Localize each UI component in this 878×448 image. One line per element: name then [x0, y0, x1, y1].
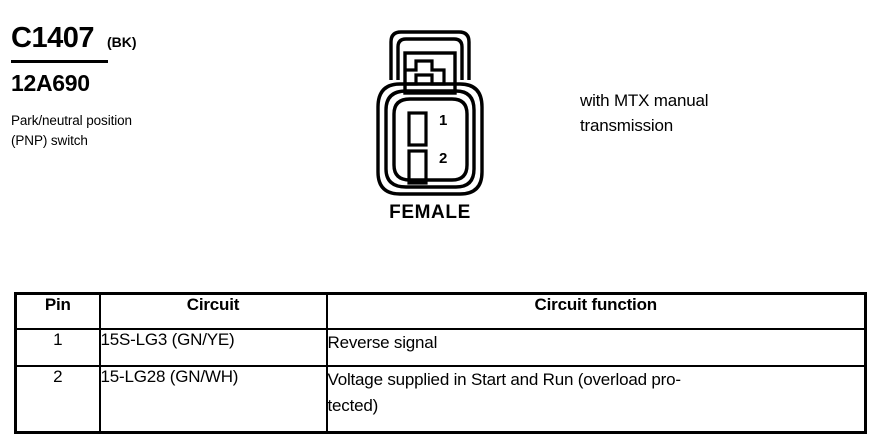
cell-function-2-line1: Voltage supplied in Start and Run (overl…	[327, 370, 681, 389]
connector-drawing-svg	[376, 30, 484, 196]
header-divider	[11, 60, 108, 63]
cell-function-1: Reverse signal	[325, 328, 867, 367]
connector-illustration: 1 2 FEMALE	[360, 22, 500, 227]
pin-cavity-1	[407, 111, 428, 147]
pin-number-label-2: 2	[439, 150, 448, 167]
connector-description-line2: (PNP) switch	[11, 132, 88, 148]
column-header-circuit: Circuit	[98, 292, 328, 330]
connector-id-row: C1407 (BK)	[11, 24, 231, 53]
connector-part-number: 12A690	[11, 70, 90, 96]
pin-table-container: Pin Circuit Circuit function 1 15S-LG3 (…	[14, 292, 867, 434]
connector-description-line1: Park/neutral position	[11, 113, 132, 128]
connector-gender-label: FEMALE	[389, 202, 471, 223]
application-note: with MTX manual transmission	[580, 89, 830, 138]
application-note-line2: transmission	[580, 115, 674, 135]
cell-pin-2: 2	[14, 365, 101, 434]
column-header-circuit-function: Circuit function	[325, 292, 867, 330]
application-note-line1: with MTX manual	[580, 91, 709, 110]
connector-description: Park/neutral position (PNP) switch	[11, 111, 231, 150]
cell-function-1-line1: Reverse signal	[327, 333, 438, 352]
latch-inner-outline	[396, 37, 464, 80]
cell-circuit-2: 15-LG28 (GN/WH)	[98, 365, 328, 434]
connector-header: C1407 (BK) 12A690 Park/neutral position …	[11, 24, 231, 150]
column-header-pin: Pin	[14, 292, 101, 330]
pin-table: Pin Circuit Circuit function 1 15S-LG3 (…	[14, 292, 867, 434]
body-middle-outline	[384, 89, 476, 189]
connector-color-code: (BK)	[106, 34, 137, 50]
cell-circuit-1: 15S-LG3 (GN/YE)	[98, 328, 328, 367]
table-header-row: Pin Circuit Circuit function	[14, 292, 867, 330]
pin-number-label-1: 1	[439, 112, 448, 129]
cell-pin-1: 1	[14, 328, 101, 367]
latch-notch-detail	[405, 59, 446, 86]
table-row: 2 15-LG28 (GN/WH) Voltage supplied in St…	[14, 365, 867, 434]
cell-function-2: Voltage supplied in Start and Run (overl…	[325, 365, 867, 434]
body-inner-outline	[392, 97, 469, 182]
latch-tab-face	[403, 51, 457, 95]
connector-id: C1407	[11, 22, 94, 54]
body-outer-outline	[376, 82, 484, 196]
table-row: 1 15S-LG3 (GN/YE) Reverse signal	[14, 328, 867, 367]
pin-cavity-2	[407, 149, 428, 185]
cell-function-2-line2: tected)	[327, 395, 379, 415]
latch-outer-outline	[389, 30, 471, 80]
